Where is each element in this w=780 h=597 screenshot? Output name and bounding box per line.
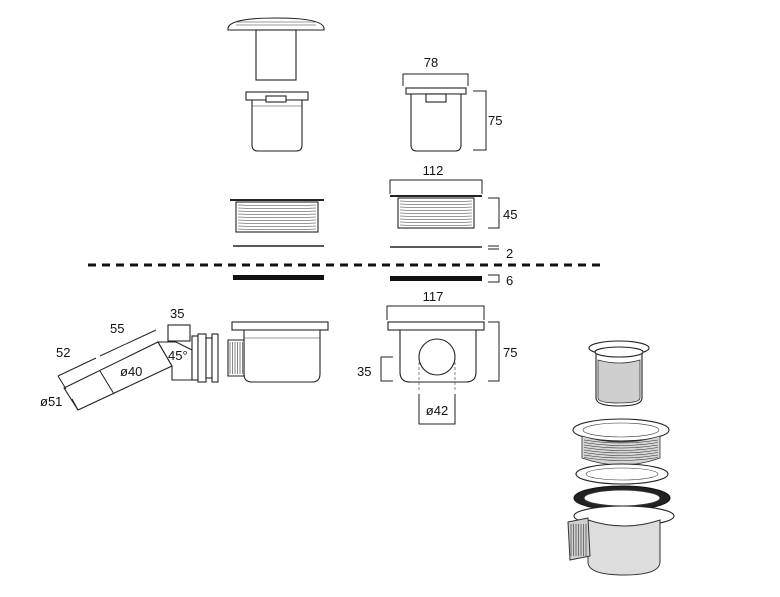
dimension-pipe-lengths: 52 55 <box>56 321 157 377</box>
dimension-washer-thickness: 2 <box>488 245 513 261</box>
outlet-pipe <box>57 324 219 411</box>
svg-text:45: 45 <box>503 207 517 222</box>
svg-text:78: 78 <box>424 55 438 70</box>
svg-text:112: 112 <box>423 163 444 178</box>
svg-text:ø51: ø51 <box>40 394 62 409</box>
trap-cup-front <box>405 87 467 152</box>
svg-text:52: 52 <box>56 345 70 360</box>
dimension-outlet-height: 35 <box>357 356 393 382</box>
svg-text:45°: 45° <box>168 348 188 363</box>
dimension-body-width: 117 <box>386 289 485 320</box>
dimension-trap-height: 75 <box>473 90 502 151</box>
rubber-gasket-front <box>390 276 482 281</box>
svg-text:2: 2 <box>506 246 513 261</box>
dimension-body-height: 75 <box>488 321 517 382</box>
dimension-pipe-diameters: ø40 ø51 <box>40 364 142 409</box>
svg-text:35: 35 <box>357 364 371 379</box>
svg-text:ø42: ø42 <box>426 403 448 418</box>
waste-body-side <box>227 321 329 383</box>
svg-text:75: 75 <box>488 113 502 128</box>
dimension-elbow: 35 45° <box>168 306 188 363</box>
trap-cup-side <box>245 91 309 152</box>
locking-nut-front <box>390 195 482 229</box>
dimension-trap-top-width: 78 <box>402 55 469 86</box>
dimension-nut-width: 112 <box>389 163 483 194</box>
rubber-gasket-side <box>233 275 324 280</box>
exploded-3d-view <box>567 340 675 576</box>
locking-nut-side <box>230 199 324 233</box>
svg-text:6: 6 <box>506 273 513 288</box>
cover-grate-side <box>227 17 325 81</box>
dimension-outlet-diameter: ø42 <box>418 394 456 425</box>
dimension-gasket-thickness: 6 <box>488 273 513 288</box>
svg-text:75: 75 <box>503 345 517 360</box>
waste-body-front <box>387 321 485 392</box>
svg-text:55: 55 <box>110 321 124 336</box>
dimension-nut-height: 45 <box>488 197 517 229</box>
svg-text:35: 35 <box>170 306 184 321</box>
svg-text:ø40: ø40 <box>120 364 142 379</box>
svg-text:117: 117 <box>423 289 444 304</box>
